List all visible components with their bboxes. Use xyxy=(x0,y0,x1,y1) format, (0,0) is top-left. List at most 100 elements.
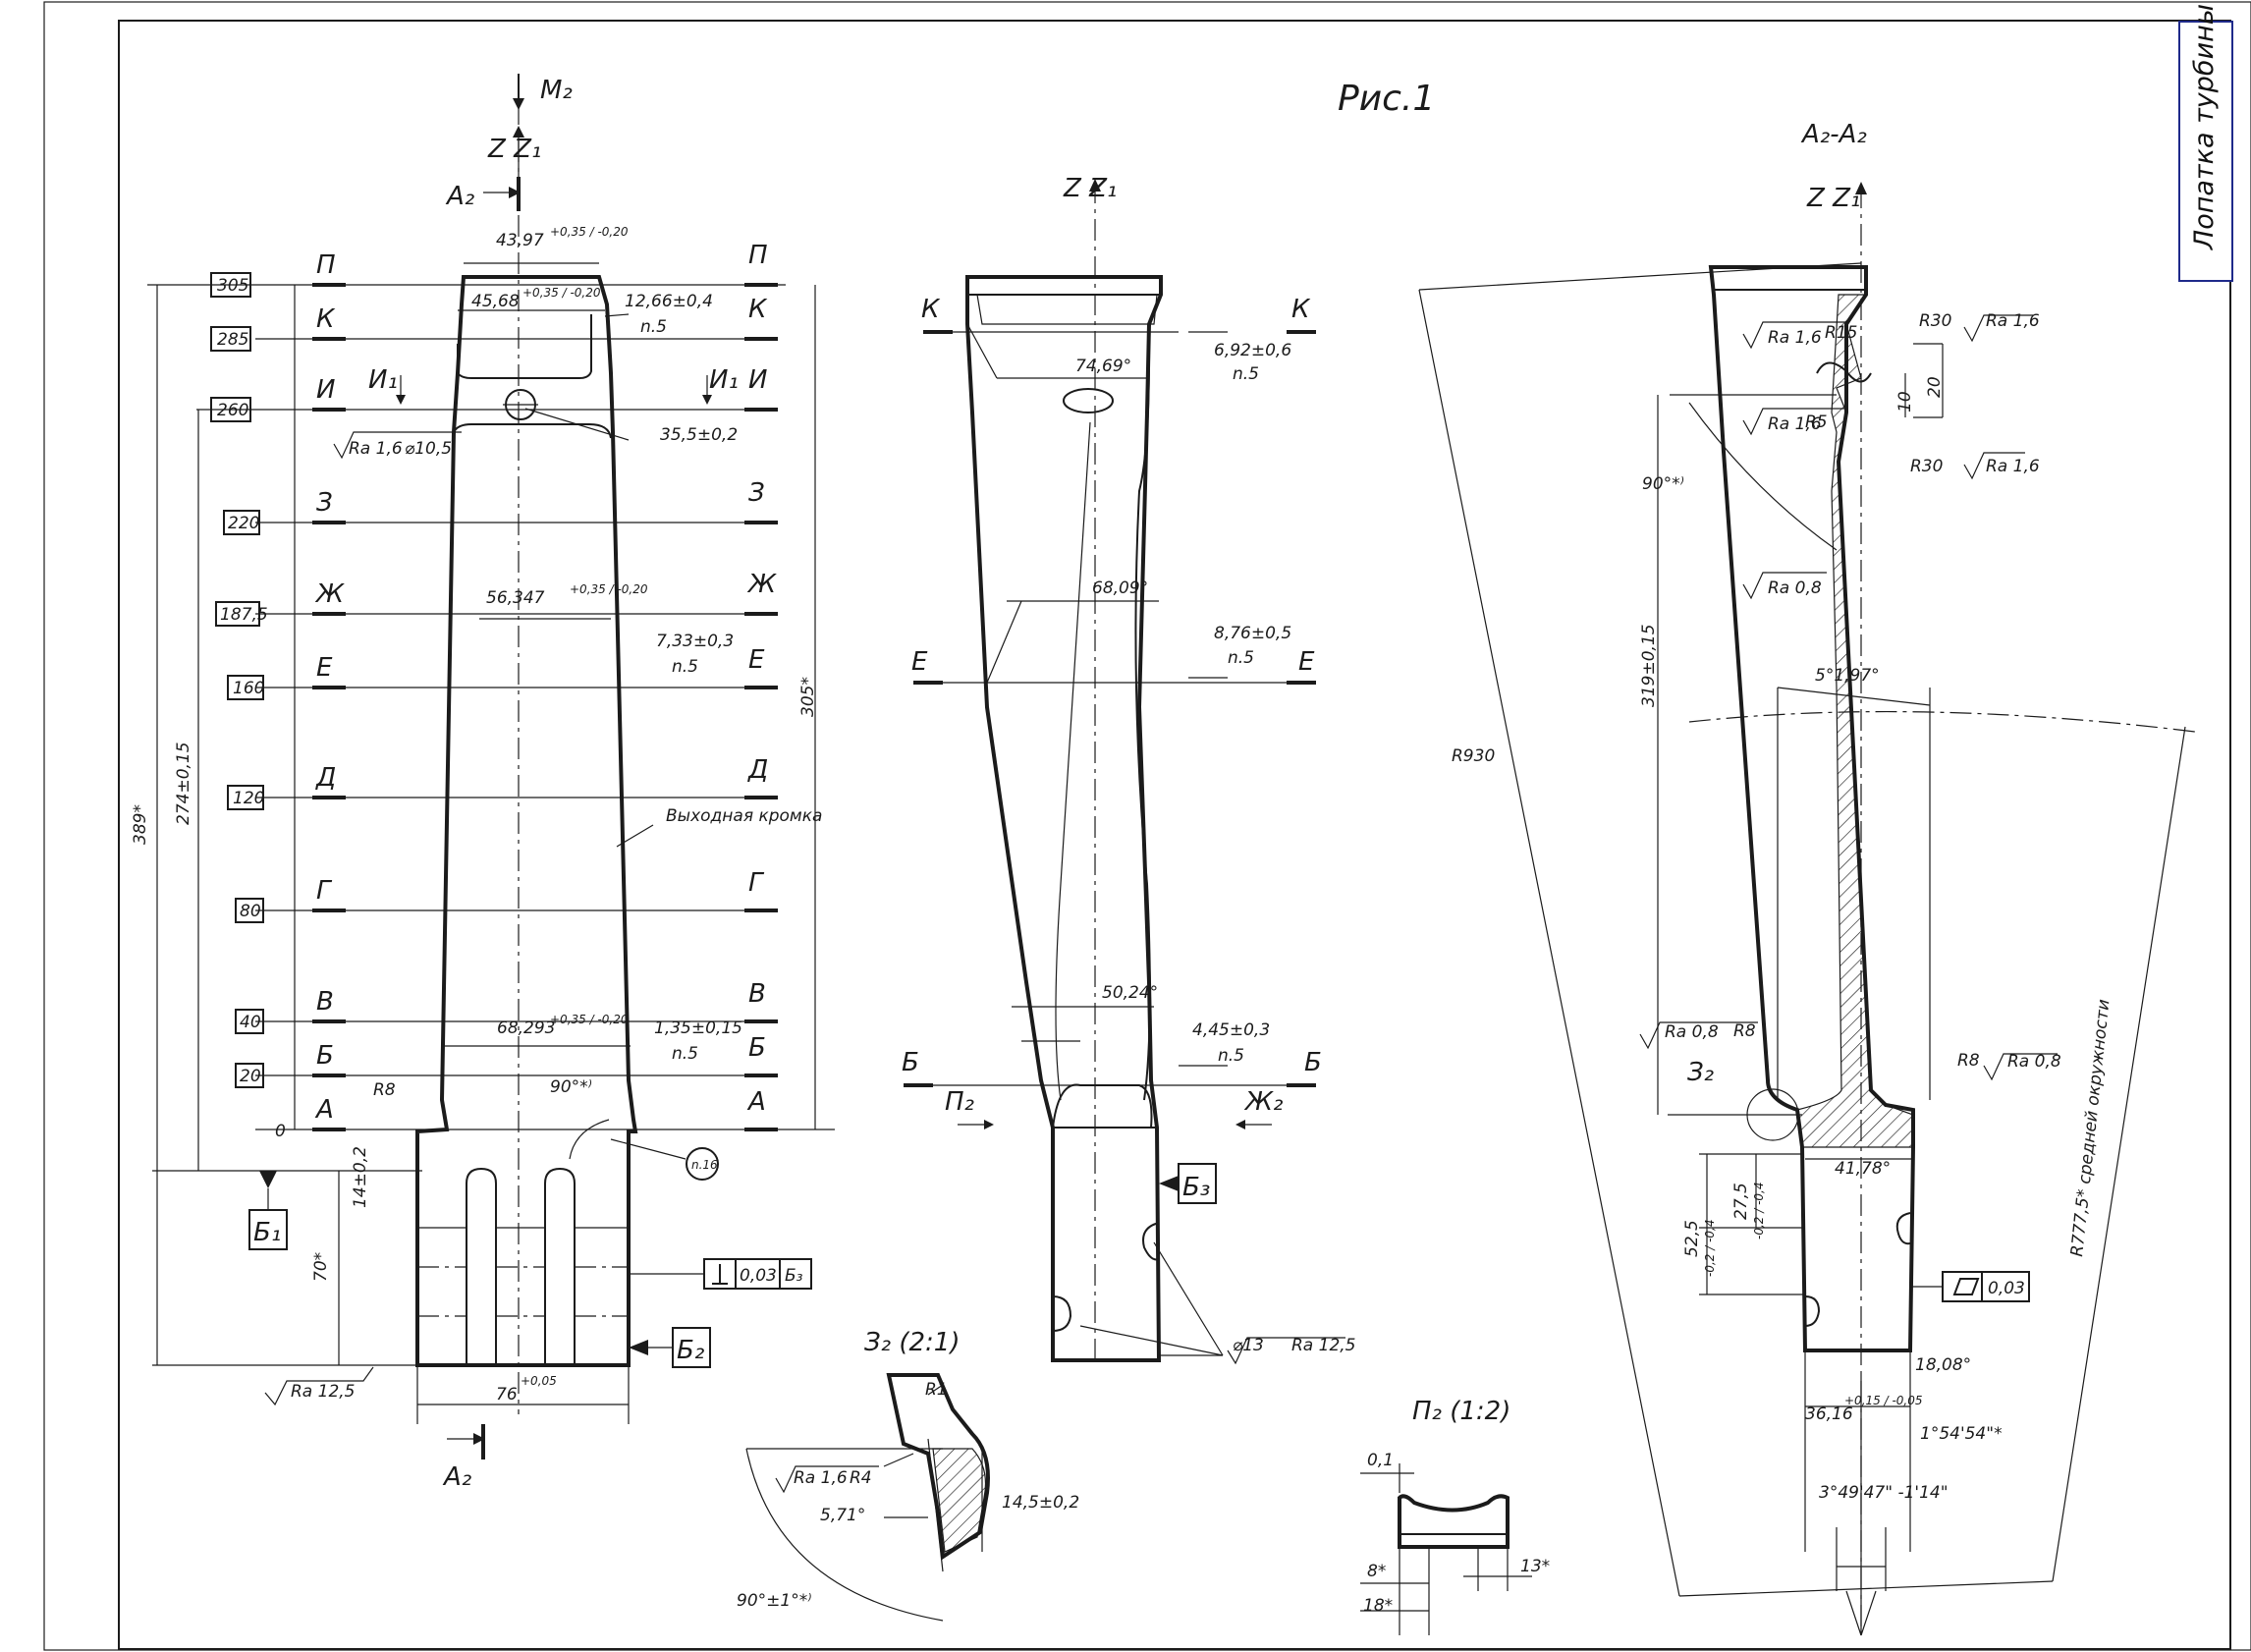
hatched-section xyxy=(1796,294,1914,1148)
base-b1-frame xyxy=(248,1209,288,1250)
p2-dim-01: 0,1 xyxy=(1367,1451,1394,1470)
middle-blade-outline xyxy=(965,275,1163,1362)
dim-root-tol: +0,05 xyxy=(521,1374,557,1388)
dim-low-tol: +0,35 / -0,20 xyxy=(550,1013,629,1026)
dim-top-tol: +0,35 / -0,20 xyxy=(550,225,629,239)
z2-r4: R4 xyxy=(850,1468,872,1488)
letter-p-left: П xyxy=(316,250,336,280)
angle-low: 50,24° xyxy=(1102,983,1158,1003)
detail-z2-label: З₂ (2:1) xyxy=(864,1328,961,1357)
left-axis-label: Z Z₁ xyxy=(487,135,541,164)
rough-16-a: Ra 1,6 xyxy=(1768,328,1822,348)
angle-517: 5°1,97° xyxy=(1815,666,1880,686)
letter-z-right: З xyxy=(748,478,765,508)
dim-low-mid: 4,45±0,3 xyxy=(1192,1020,1270,1040)
rough-top: Ra 1,6 xyxy=(349,439,403,459)
width-3616: 36,16 xyxy=(1805,1404,1853,1424)
base-b3-label: Б₃ xyxy=(1182,1173,1210,1202)
dim-305: 305* xyxy=(798,677,818,717)
level-285: 285 xyxy=(217,330,248,350)
right-axis-label: Z Z₁ xyxy=(1806,184,1860,213)
dim-root-offset: 14±0,2 xyxy=(351,1146,370,1208)
base-b2-label: Б₂ xyxy=(677,1336,704,1365)
view-p2-label: П₂ xyxy=(945,1087,974,1117)
z2-angle-90: 90°±1°*⁾ xyxy=(737,1591,811,1611)
left-view xyxy=(147,74,835,1459)
r5-label: R5 xyxy=(1805,413,1828,432)
dim-root-width: 76 xyxy=(496,1385,518,1404)
z2-dim: 14,5±0,2 xyxy=(1002,1493,1079,1513)
dim-k-width: 45,68 xyxy=(471,292,520,311)
z2-r1: R1 xyxy=(925,1380,948,1400)
rough-08-a: Ra 0,8 xyxy=(1768,578,1822,598)
middle-hole xyxy=(1063,388,1114,413)
letter-e-mid-left: Е xyxy=(911,647,928,677)
z2-angle: 5,71° xyxy=(820,1506,865,1525)
dim-total-height: 389* xyxy=(131,804,150,845)
dim-low-edge: 1,35±0,15 xyxy=(654,1019,742,1038)
base-b1-label: Б₁ xyxy=(253,1218,281,1247)
r930-label: R930 xyxy=(1452,746,1495,766)
level-40: 40 xyxy=(240,1013,261,1032)
dim-k-note: n.5 xyxy=(640,317,667,337)
r8-b-label: R8 xyxy=(1957,1051,1980,1071)
figure-label: Рис.1 xyxy=(1338,79,1435,119)
m2-label: M₂ xyxy=(540,76,573,105)
level-220: 220 xyxy=(228,514,259,533)
rough-bottom: Ra 12,5 xyxy=(291,1382,356,1402)
p2-dim-13: 13* xyxy=(1520,1557,1550,1576)
letter-zh-right: Ж xyxy=(746,570,777,599)
middle-roughness: Ra 12,5 xyxy=(1291,1336,1356,1355)
level-120: 120 xyxy=(233,789,264,808)
letter-k-right: К xyxy=(748,295,768,324)
i1-label-left: И₁ xyxy=(368,365,398,395)
letter-i-left: И xyxy=(316,375,335,405)
p2-dim-8: 8* xyxy=(1367,1562,1386,1581)
letter-g-right: Г xyxy=(748,868,765,898)
tolerance-value: 0,03 xyxy=(740,1266,777,1286)
dim-mid-tol: +0,35 / -0,20 xyxy=(570,582,648,596)
dim-root-height: 70* xyxy=(311,1252,331,1282)
rough-16-b: Ra 1,6 xyxy=(1768,414,1822,434)
angle-1: 1°54'54"* xyxy=(1920,1424,2003,1444)
letter-e-right: Е xyxy=(748,645,765,675)
dim-mid-width: 56,347 xyxy=(486,588,545,608)
right-view xyxy=(1418,182,2196,1636)
letter-e-left: Е xyxy=(316,653,333,683)
width-4178: 41,78° xyxy=(1835,1159,1891,1179)
letter-v-left: В xyxy=(316,987,334,1017)
cut-label-top: A₂ xyxy=(445,182,474,211)
dim-20: 20 xyxy=(1925,376,1945,398)
level-80: 80 xyxy=(240,902,261,921)
detail-z2-circle xyxy=(1746,1088,1799,1141)
letter-z-left: З xyxy=(316,488,333,518)
letter-i-right: И xyxy=(748,365,767,395)
letter-a-left: А xyxy=(314,1095,334,1125)
r30-a-label: R30 xyxy=(1919,311,1951,331)
level-0: 0 xyxy=(275,1122,286,1141)
arc-label: R777,5* средней окружности xyxy=(2067,998,2114,1257)
dim-fillet: R8 xyxy=(373,1080,396,1100)
view-zh2-label: Ж₂ xyxy=(1243,1087,1283,1117)
dim-height-right: 319±0,15 xyxy=(1639,624,1659,707)
level-187-5: 187,5 xyxy=(220,605,268,625)
letter-g-left: Г xyxy=(316,876,333,906)
rough-08-b: Ra 0,8 xyxy=(1665,1022,1719,1042)
base-b2-frame xyxy=(672,1327,711,1368)
middle-hole-dim: ⌀13 xyxy=(1233,1336,1264,1355)
level-260: 260 xyxy=(217,401,248,420)
letter-d-left: Д xyxy=(315,763,336,793)
dim-275: 27,5 xyxy=(1731,1183,1751,1220)
r15-label: R15 xyxy=(1825,323,1857,343)
level-boxes xyxy=(210,272,264,1088)
cut-label-bottom: A₂ xyxy=(442,1462,471,1492)
letter-b-mid-right: Б xyxy=(1304,1048,1322,1077)
dim-10: 10 xyxy=(1895,391,1915,413)
level-20: 20 xyxy=(240,1067,261,1086)
rough-08-c: Ra 0,8 xyxy=(2007,1052,2061,1072)
level-dashes xyxy=(312,283,778,1131)
letter-b-mid-left: Б xyxy=(902,1048,919,1077)
angle-top: 74,69° xyxy=(1075,357,1131,376)
detail-p2-label: П₂ (1:2) xyxy=(1412,1397,1510,1426)
